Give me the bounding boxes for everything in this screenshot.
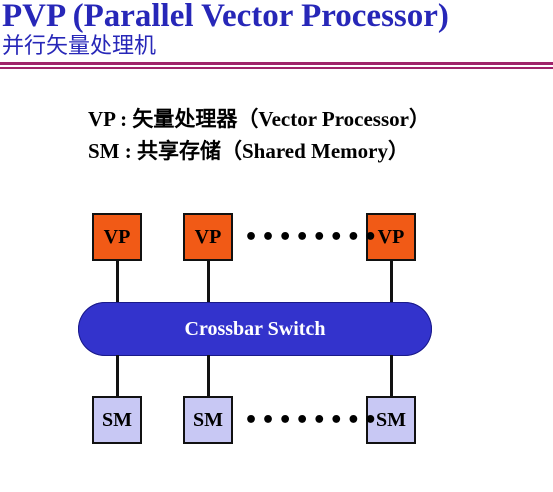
sm3-connector [390, 355, 393, 397]
sm-box-2: SM [183, 396, 233, 444]
sm-box-3: SM [366, 396, 416, 444]
vp3-connector [390, 261, 393, 303]
vp-box-3: VP [366, 213, 416, 261]
sm1-connector [116, 355, 119, 397]
crossbar-switch: Crossbar Switch [78, 302, 432, 356]
vp-box-2: VP [183, 213, 233, 261]
page-title: PVP (Parallel Vector Processor) [2, 0, 449, 34]
title-divider-top [0, 62, 553, 65]
sm-ellipsis: •••••••• [244, 408, 381, 433]
sm-box-1: SM [92, 396, 142, 444]
vp-ellipsis: •••••••• [244, 225, 381, 250]
vp1-connector [116, 261, 119, 303]
sm2-connector [207, 355, 210, 397]
title-divider-bottom [0, 67, 553, 69]
legend-vp: VP : 矢量处理器（Vector Processor） [88, 107, 430, 131]
vp-box-1: VP [92, 213, 142, 261]
vp2-connector [207, 261, 210, 303]
legend-sm: SM : 共享存储（Shared Memory） [88, 139, 409, 163]
page-subtitle: 并行矢量处理机 [2, 34, 157, 59]
